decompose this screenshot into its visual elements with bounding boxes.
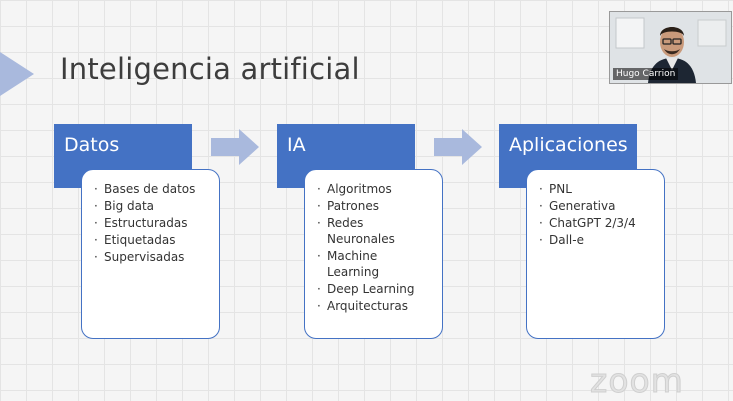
list-item: Patrones [315, 198, 434, 214]
list-item: Generativa [537, 198, 656, 214]
list-item: PNL [537, 181, 656, 197]
title-arrow-decoration [0, 52, 34, 96]
list-item: Bases de datos [92, 181, 211, 197]
column-body: PNL Generativa ChatGPT 2/3/4 Dall-e [526, 169, 665, 339]
slide-title: Inteligencia artificial [60, 52, 360, 86]
list-item: Redes Neuronales [315, 215, 397, 247]
list-item: Etiquetadas [92, 232, 211, 248]
participant-name-label: Hugo Carrion [613, 68, 679, 80]
list-item: Dall-e [537, 232, 656, 248]
list-item: Machine Learning [315, 248, 397, 280]
list-item: ChatGPT 2/3/4 [537, 215, 656, 231]
list-item: Deep Learning [315, 281, 434, 297]
column-body: Bases de datos Big data Estructuradas Et… [81, 169, 220, 339]
column-body: Algoritmos Patrones Redes Neuronales Mac… [304, 169, 443, 339]
bullet-list: PNL Generativa ChatGPT 2/3/4 Dall-e [537, 181, 656, 248]
bullet-list: Algoritmos Patrones Redes Neuronales Mac… [315, 181, 434, 314]
list-item: Algoritmos [315, 181, 434, 197]
zoom-watermark: zoom [590, 361, 684, 401]
participant-avatar-icon [610, 12, 731, 83]
list-item: Supervisadas [92, 249, 211, 265]
flow-arrow-icon [211, 129, 259, 165]
list-item: Arquitecturas [315, 298, 434, 314]
flow-arrow-icon [434, 129, 482, 165]
list-item: Estructuradas [92, 215, 211, 231]
participant-video-tile[interactable]: Hugo Carrion [609, 11, 732, 84]
list-item: Big data [92, 198, 211, 214]
bullet-list: Bases de datos Big data Estructuradas Et… [92, 181, 211, 265]
